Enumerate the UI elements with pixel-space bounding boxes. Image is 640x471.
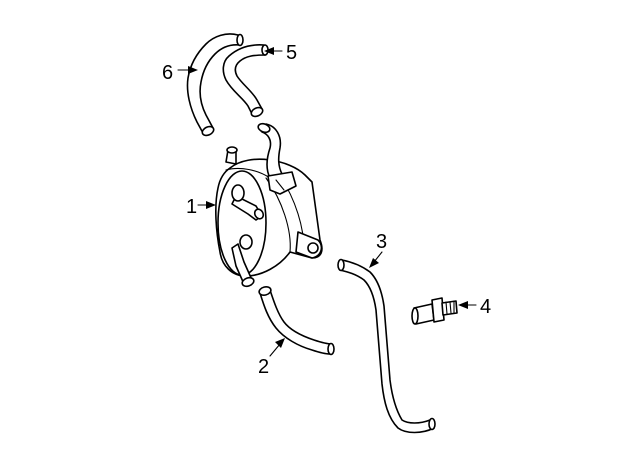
hose-3[interactable] (337, 258, 436, 434)
callout-6: 6 (162, 62, 198, 84)
hose-6[interactable] (186, 33, 244, 137)
callout-5-label: 5 (286, 42, 297, 64)
callout-6-label: 6 (162, 62, 173, 84)
union-bolt-4[interactable] (411, 297, 458, 325)
callout-3-label: 3 (376, 231, 387, 253)
callout-3: 3 (369, 231, 387, 268)
callout-2-label: 2 (258, 356, 269, 378)
callout-4: 4 (458, 296, 491, 318)
hose-2[interactable] (258, 286, 335, 356)
callout-1: 1 (186, 196, 216, 218)
callout-1-label: 1 (186, 196, 197, 218)
callout-4-label: 4 (480, 296, 491, 318)
oil-cooler-1[interactable] (215, 122, 323, 288)
callout-5: 5 (264, 42, 297, 64)
callout-2: 2 (258, 338, 285, 378)
hose-5[interactable] (222, 44, 269, 118)
